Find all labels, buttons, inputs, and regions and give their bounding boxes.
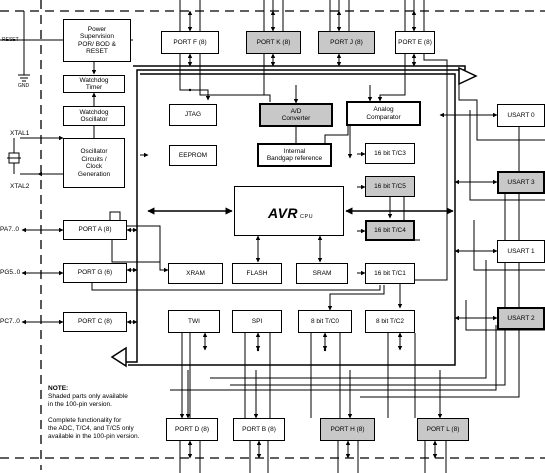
bus-arrow-right (458, 66, 478, 86)
flash-block: FLASH (232, 263, 282, 284)
cpu-label: CPU (300, 214, 314, 220)
tc5-block: 16 bit T/C5 (365, 176, 415, 197)
xram-block: XRAM (168, 263, 223, 284)
bus-arrow-left (110, 346, 127, 368)
bandgap-label: Internal Bandgap reference (266, 147, 323, 163)
jtag-block: JTAG (169, 104, 217, 126)
port-f-block: PORT F (8) (161, 31, 219, 54)
jtag-label: JTAG (184, 111, 202, 119)
note-line-1: Shaded parts only available (48, 393, 128, 400)
analog-comparator-block: Analog Comparator (346, 101, 421, 126)
tc4-label: 16 bit T/C4 (374, 226, 406, 234)
twi-block: TWI (168, 310, 220, 333)
xtal1-pin-label: XTAL1 (10, 130, 30, 137)
cpu-block (234, 186, 344, 236)
gnd-pin-label: GND (18, 83, 30, 89)
tc1-block: 16 bit T/C1 (365, 263, 415, 284)
usart3-label: USART 3 (507, 178, 535, 186)
note-line-2: in the 100-pin version. (48, 401, 112, 408)
watchdog-oscillator-block: Watchdog Oscillator (63, 106, 125, 126)
pc-pin-label: PC7..0 (0, 318, 20, 325)
usart0-block: USART 0 (497, 104, 545, 127)
spi-block: SPI (232, 310, 282, 333)
adc-block: A/D Converter (259, 103, 333, 127)
sram-label: SRAM (312, 269, 332, 277)
tc2-label: 8 bit T/C2 (375, 317, 405, 325)
port-g-block: PORT G (6) (63, 263, 127, 283)
reset-pin-label: RESET (2, 37, 19, 43)
tc5-label: 16 bit T/C5 (374, 182, 406, 190)
power-supervision-block: Power Supervision POR/ BOD & RESET (63, 19, 131, 62)
watchdog-oscillator-label: Watchdog Oscillator (79, 108, 109, 124)
port-h-label: PORT H (8) (330, 425, 365, 433)
internal-bus-inner (128, 73, 456, 366)
note-line-5: available in the 100-pin version. (48, 433, 140, 440)
pa-pin-label: PA7..0 (0, 226, 20, 233)
power-supervision-label: Power Supervision POR/ BOD & RESET (78, 25, 116, 56)
port-e-label: PORT E (8) (398, 38, 432, 46)
eeprom-block: EEPROM (169, 145, 217, 166)
port-j-block: PORT J (8) (318, 31, 375, 54)
note-line-4: the ADC, T/C4, and T/C5 only (48, 425, 134, 432)
usart3-block: USART 3 (497, 171, 545, 194)
usart0-label: USART 0 (507, 111, 535, 119)
watchdog-timer-block: Watchdog Timer (63, 75, 125, 93)
bandgap-block: Internal Bandgap reference (257, 143, 332, 167)
port-a-label: PORT A (8) (78, 226, 112, 234)
port-f-label: PORT F (8) (173, 38, 207, 46)
port-l-block: PORT L (8) (417, 418, 469, 441)
eeprom-label: EEPROM (178, 151, 208, 159)
note-box: NOTE: Shaded parts only available in the… (48, 385, 139, 441)
port-e-block: PORT E (8) (395, 31, 435, 54)
tc3-label: 16 bit T/C3 (374, 149, 406, 157)
flash-label: FLASH (246, 269, 268, 277)
port-c-block: PORT C (8) (63, 312, 127, 332)
xtal2-pin-label: XTAL2 (10, 183, 30, 190)
avr-logo-text: AVR (268, 205, 299, 221)
port-b-block: PORT B (8) (233, 418, 285, 441)
port-h-block: PORT H (8) (320, 418, 375, 441)
watchdog-timer-label: Watchdog Timer (79, 76, 109, 92)
sram-block: SRAM (296, 263, 348, 284)
oscillator-label: Oscillator Circuits / Clock Generation (77, 148, 111, 178)
port-j-label: PORT J (8) (330, 38, 363, 46)
tc3-block: 16 bit T/C3 (365, 143, 415, 164)
twi-label: TWI (188, 317, 200, 325)
port-a-block: PORT A (8) (63, 220, 127, 240)
tc0-label: 8 bit T/C0 (310, 317, 340, 325)
port-g-label: PORT G (6) (77, 269, 113, 277)
port-k-label: PORT K (8) (256, 38, 291, 46)
port-d-label: PORT D (8) (174, 425, 210, 433)
tc1-label: 16 bit T/C1 (374, 269, 406, 277)
usart2-block: USART 2 (497, 307, 545, 330)
tc0-block: 8 bit T/C0 (298, 310, 352, 333)
usart2-label: USART 2 (507, 314, 535, 322)
tc4-block: 16 bit T/C4 (365, 220, 415, 241)
adc-label: A/D Converter (281, 107, 311, 123)
port-b-label: PORT B (8) (242, 425, 276, 433)
usart1-label: USART 1 (507, 247, 535, 255)
port-k-block: PORT K (8) (246, 31, 301, 54)
analog-comparator-label: Analog Comparator (366, 106, 401, 121)
usart1-block: USART 1 (497, 240, 545, 263)
spi-label: SPI (251, 317, 263, 325)
port-l-label: PORT L (8) (426, 425, 460, 433)
port-c-label: PORT C (8) (77, 318, 113, 326)
tc2-block: 8 bit T/C2 (365, 310, 415, 333)
note-line-3: Complete functionality for (48, 417, 122, 424)
note-title: NOTE: (48, 385, 69, 392)
oscillator-block: Oscillator Circuits / Clock Generation (63, 138, 125, 188)
xram-label: XRAM (186, 269, 205, 277)
pg-pin-label: PG5..0 (0, 269, 21, 276)
port-d-block: PORT D (8) (166, 418, 218, 441)
